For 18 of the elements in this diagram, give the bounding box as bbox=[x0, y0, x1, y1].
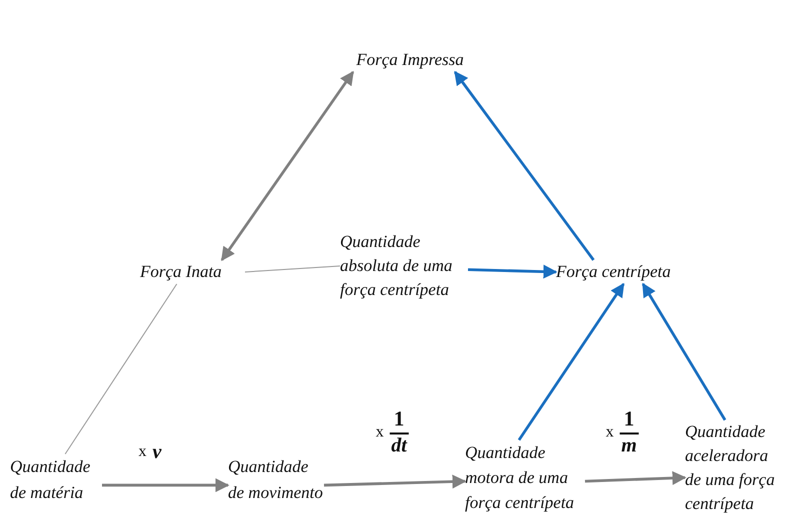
connector-line bbox=[64, 284, 178, 454]
connector-line bbox=[244, 266, 340, 272]
concept-label: Quantidade de movimento bbox=[228, 456, 324, 504]
arrow bbox=[642, 282, 726, 421]
concept-label: Quantidade motora de uma força centrípeta bbox=[465, 442, 576, 514]
arrow bbox=[468, 264, 558, 279]
arrow bbox=[102, 478, 230, 492]
concept-label: Quantidade absoluta de uma força centrípeta bbox=[340, 231, 454, 301]
concept-label: Quantidade de matéria bbox=[10, 456, 92, 504]
arrow bbox=[454, 70, 595, 261]
concept-label: Força Inata bbox=[140, 261, 223, 283]
arrow bbox=[584, 471, 686, 486]
arrow bbox=[220, 70, 354, 262]
concept-label: Força Impressa bbox=[355, 49, 465, 71]
concept-label: Força centrípeta bbox=[556, 261, 672, 283]
concept-label: Quantidade aceleradora de uma força centrípeta bbox=[685, 421, 776, 515]
arrow bbox=[324, 474, 466, 489]
arrow bbox=[518, 282, 625, 441]
